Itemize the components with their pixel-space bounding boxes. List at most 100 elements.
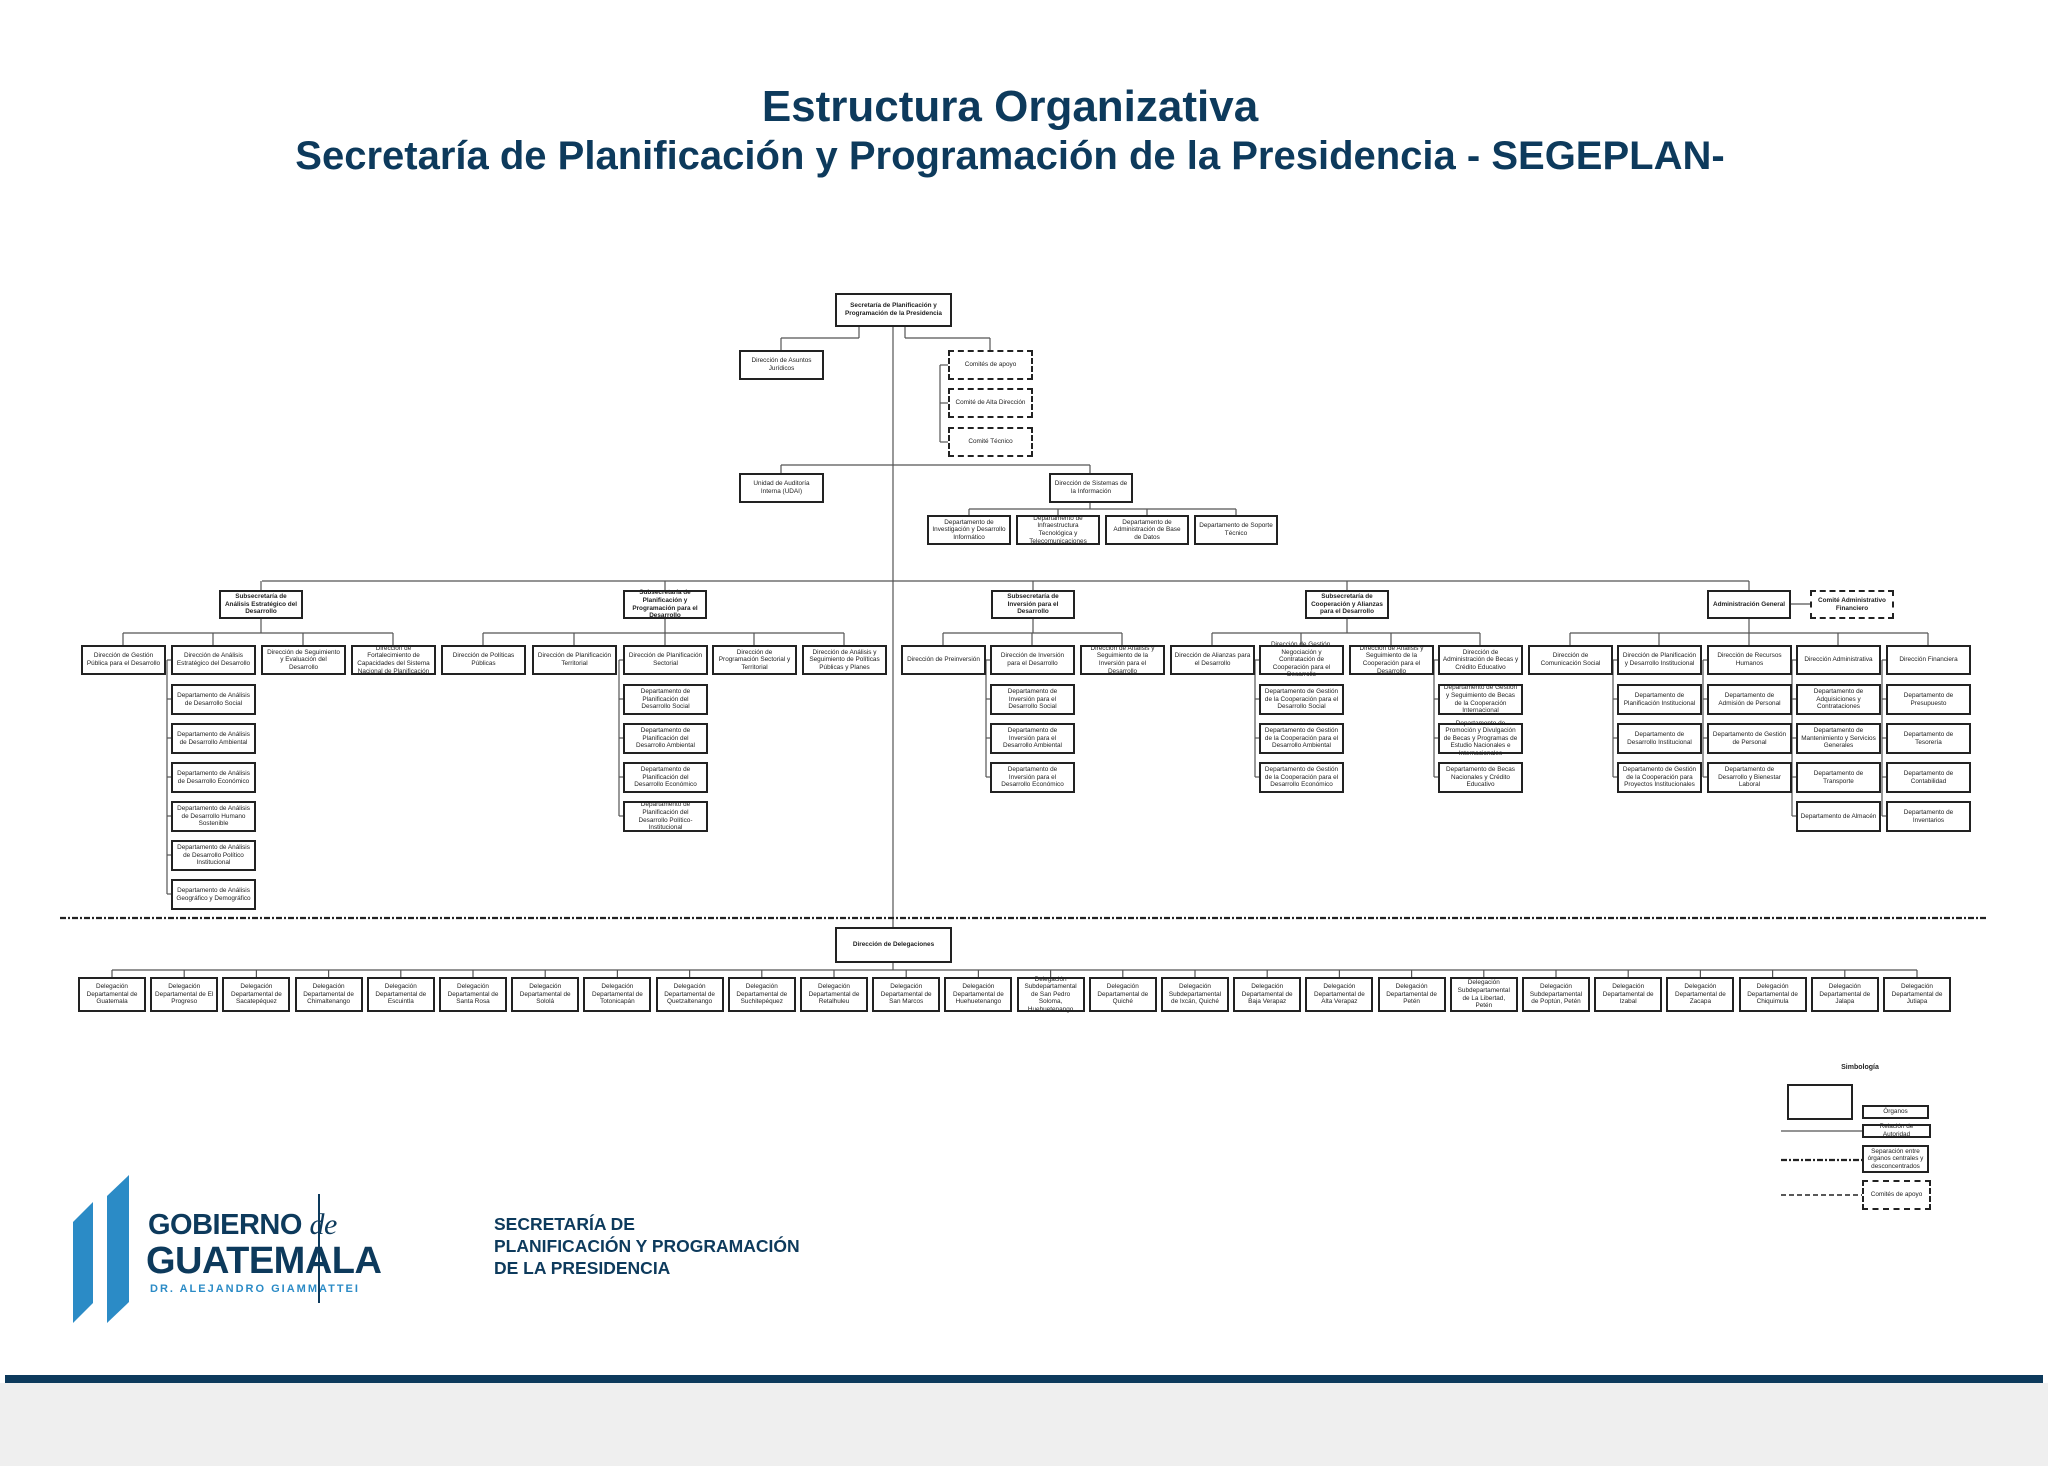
departamento-box: Departamento de Admisión de Personal [1707, 684, 1792, 715]
subsecretaria-box: Subsecretaría de Inversión para el Desar… [991, 590, 1075, 619]
departamento-box: Departamento de Contabilidad [1886, 762, 1971, 793]
departamento-box: Departamento de Planificación del Desarr… [623, 723, 708, 754]
departamento-box: Departamento de Gestión de la Cooperació… [1617, 762, 1702, 793]
direccion-box: Dirección de Preinversión [901, 645, 986, 675]
departamento-box: Departamento de Gestión de la Cooperació… [1259, 684, 1344, 715]
subsecretaria-box: Subsecretaría de Planificación y Program… [623, 589, 707, 619]
logo-guatemala: GUATEMALA [146, 1240, 382, 1282]
delegacion-box: Delegación Departamental de Escuintla [366, 977, 435, 1012]
dsi-department-box: Departamento de Infraestructura Tecnológ… [1016, 515, 1100, 545]
direccion-box: Dirección de Planificación Territorial [532, 645, 617, 675]
direccion-box: Dirección de Recursos Humanos [1707, 645, 1792, 675]
direccion-box: Dirección de Gestión, Negociación y Cont… [1259, 641, 1344, 678]
direccion-box: Dirección Administrativa [1796, 645, 1881, 675]
departamento-box: Departamento de Inversión para el Desarr… [990, 723, 1075, 754]
page-subtitle: Secretaría de Planificación y Programaci… [295, 134, 1725, 178]
legend-title: Simbología [1841, 1064, 1879, 1071]
subsecretaria-box: Administración General [1707, 590, 1791, 619]
logo-president: DR. ALEJANDRO GIAMMATTEI [150, 1283, 360, 1295]
delegacion-box: Delegación Departamental de Suchitepéque… [727, 977, 796, 1012]
departamento-box: Departamento de Mantenimiento y Servicio… [1796, 723, 1881, 754]
delegacion-box: Delegación Subdepartamental de La Libert… [1449, 977, 1518, 1012]
subsecretaria-box: Subsecretaría de Cooperación y Alianzas … [1305, 590, 1389, 619]
delegacion-box: Delegación Departamental de Quetzaltenan… [655, 977, 724, 1012]
dsi-department-box: Departamento de Administración de Base d… [1105, 515, 1189, 545]
direccion-box: Dirección de Análisis y Seguimiento de P… [802, 645, 887, 675]
direccion-box: Dirección de Políticas Públicas [441, 645, 526, 675]
departamento-box: Departamento de Gestión de la Cooperació… [1259, 723, 1344, 754]
departamento-box: Departamento de Promoción y Divulgación … [1438, 720, 1523, 757]
legend-organ-sample [1787, 1084, 1853, 1120]
secretaria-line-3: DE LA PRESIDENCIA [494, 1258, 671, 1278]
dsi-department-box: Departamento de Investigación y Desarrol… [927, 515, 1011, 545]
departamento-box: Departamento de Planificación del Desarr… [623, 801, 708, 832]
direccion-box: Dirección Financiera [1886, 645, 1971, 675]
departamento-box: Departamento de Inventarios [1886, 801, 1971, 832]
delegacion-box: Delegación Departamental de Quiché [1088, 977, 1157, 1012]
departamento-box: Departamento de Planificación del Desarr… [623, 684, 708, 715]
direccion-box: Dirección de Alianzas para el Desarrollo [1170, 645, 1255, 675]
departamento-box: Departamento de Análisis de Desarrollo P… [171, 840, 256, 871]
page-title: Estructura Organizativa [761, 82, 1259, 131]
direccion-box: Dirección de Programación Sectorial y Te… [712, 645, 797, 675]
logo-gobierno-text: GOBIERNO [148, 1209, 302, 1241]
secretaria-head-box: Secretaría de Planificación y Programaci… [835, 293, 952, 327]
comite-box: Comité de Alta Dirección [948, 388, 1033, 418]
departamento-box: Departamento de Tesorería [1886, 723, 1971, 754]
delegacion-box: Delegación Departamental de Guatemala [78, 977, 146, 1012]
delegacion-box: Delegación Departamental de Chimaltenang… [294, 977, 363, 1012]
departamento-box: Departamento de Análisis de Desarrollo A… [171, 723, 256, 754]
delegacion-box: Delegación Departamental de Retalhuleu [800, 977, 868, 1012]
departamento-box: Departamento de Análisis Geográfico y De… [171, 879, 256, 910]
departamento-box: Departamento de Análisis de Desarrollo E… [171, 762, 256, 793]
comite-administrativo-box: Comité Administrativo Financiero [1810, 590, 1894, 619]
delegacion-box: Delegación Departamental de Alta Verapaz [1305, 977, 1374, 1012]
logo-de-text: de [309, 1208, 337, 1241]
delegacion-box: Delegación Subdepartamental de San Pedro… [1016, 976, 1085, 1013]
delegacion-box: Delegación Departamental de Izabal [1594, 977, 1663, 1012]
departamento-box: Departamento de Gestión y Seguimiento de… [1438, 684, 1523, 715]
delegacion-box: Delegación Subdepartamental de Poptún, P… [1522, 977, 1590, 1012]
logo-divider [318, 1194, 320, 1303]
delegacion-box: Delegación Departamental de El Progreso [150, 977, 219, 1012]
delegacion-box: Delegación Departamental de Sololá [511, 977, 580, 1012]
legend-organos: Órganos [1862, 1105, 1929, 1119]
direccion-delegaciones-box: Dirección de Delegaciones [835, 927, 952, 963]
delegacion-box: Delegación Departamental de San Marcos [872, 977, 941, 1012]
departamento-box: Departamento de Gestión de la Cooperació… [1259, 762, 1344, 793]
departamento-box: Departamento de Desarrollo Institucional [1617, 723, 1702, 754]
delegacion-box: Delegación Departamental de Baja Verapaz [1233, 977, 1302, 1012]
departamento-box: Departamento de Análisis de Desarrollo H… [171, 801, 256, 832]
direccion-box: Dirección de Administración de Becas y C… [1438, 645, 1523, 675]
departamento-box: Departamento de Inversión para el Desarr… [990, 762, 1075, 793]
departamento-box: Departamento de Almacén [1796, 801, 1881, 832]
departamento-box: Departamento de Transporte [1796, 762, 1881, 793]
direccion-box: Dirección de Análisis y Seguimiento de l… [1349, 645, 1434, 675]
departamento-box: Departamento de Presupuesto [1886, 684, 1971, 715]
direccion-box: Dirección de Análisis y Seguimiento de l… [1080, 645, 1165, 675]
legend-comites: Comités de apoyo [1862, 1180, 1931, 1210]
subsecretaria-box: Subsecretaría de Análisis Estratégico de… [219, 590, 303, 619]
comite-box: Comité Técnico [948, 427, 1033, 457]
gobierno-logo-icon [73, 1175, 129, 1323]
comite-box: Comités de apoyo [948, 350, 1033, 380]
direccion-sistemas-box: Dirección de Sistemas de la Información [1049, 473, 1133, 503]
footer-bar [5, 1375, 2043, 1383]
direccion-box: Dirección de Gestión Pública para el Des… [81, 645, 166, 675]
departamento-box: Departamento de Desarrollo y Bienestar L… [1707, 762, 1792, 793]
direccion-box: Dirección de Planificación Sectorial [623, 645, 708, 675]
departamento-box: Departamento de Adquisiciones y Contrata… [1796, 684, 1881, 715]
delegacion-box: Delegación Departamental de Sacatepéquez [222, 977, 291, 1012]
departamento-box: Departamento de Planificación del Desarr… [623, 762, 708, 793]
direccion-box: Dirección de Comunicación Social [1528, 645, 1613, 675]
legend-separacion: Separación entre órganos centrales y des… [1862, 1145, 1929, 1173]
delegacion-box: Delegación Departamental de Jutiapa [1883, 977, 1951, 1012]
direccion-box: Dirección de Análisis Estratégico del De… [171, 645, 256, 675]
udai-box: Unidad de Auditoría Interna (UDAI) [739, 473, 824, 503]
asuntos-juridicos-box: Dirección de Asuntos Jurídicos [739, 350, 824, 380]
secretaria-line-1: SECRETARÍA DE [494, 1214, 635, 1234]
secretaria-line-2: PLANIFICACIÓN Y PROGRAMACIÓN [494, 1236, 800, 1256]
delegacion-box: Delegación Departamental de Huehuetenang… [944, 977, 1013, 1012]
